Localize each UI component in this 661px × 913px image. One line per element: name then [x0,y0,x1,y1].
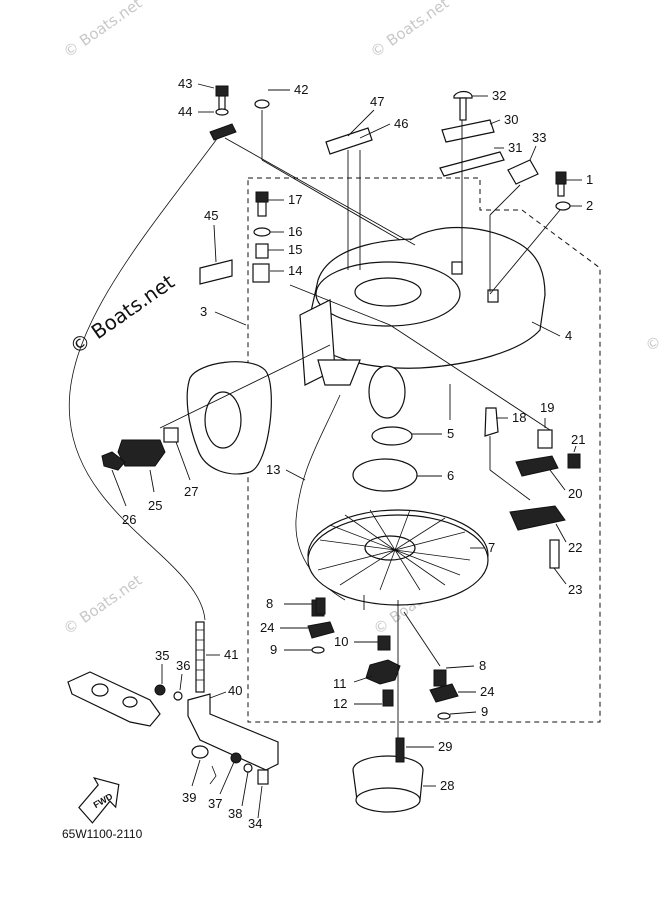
drawing-code: 65W1100-2110 [62,827,143,841]
callout-34: 34 [248,816,262,831]
callout-23: 23 [568,582,582,597]
callout-39: 39 [182,790,196,805]
callout-25: 25 [148,498,162,513]
callout-30: 30 [504,112,518,127]
callout-41: 41 [224,647,238,662]
callout-13: 13 [266,462,280,477]
spring-case [352,458,418,492]
callout-27: 27 [184,484,198,499]
fwd-direction-marker: FWD [78,776,120,824]
top-hardware [199,85,571,285]
callout-31: 31 [508,140,522,155]
callout-15: 15 [288,242,302,257]
assembly-leaders [224,110,561,738]
callout-29: 29 [438,739,452,754]
watermark-main: © Boats.net [65,269,179,359]
callout-24-bottom: 24 [480,684,494,699]
callout-17: 17 [288,192,302,207]
cup-bolt [395,737,405,763]
callout-18: 18 [512,410,526,425]
starter-cup [352,755,424,813]
callout-12: 12 [333,696,347,711]
callout-42: 42 [294,82,308,97]
callout-21: 21 [571,432,585,447]
callout-35: 35 [155,648,169,663]
callout-26: 26 [122,512,136,527]
callout-24-top: 24 [260,620,274,635]
rope-pulley [307,509,489,606]
callout-5: 5 [447,426,454,441]
callout-40: 40 [228,683,242,698]
drive-plate [365,659,401,685]
starter-handle [117,427,179,467]
starter-housing [299,226,546,419]
callout-11: 11 [333,676,347,691]
plunger-parts [484,407,581,569]
callout-group: 1 2 3 4 5 6 7 8 8 9 9 10 11 12 13 14 15 [111,76,593,831]
callout-7: 7 [488,540,495,555]
callout-38: 38 [228,806,242,821]
watermark-mid-left: © Boats.net [60,571,145,638]
callout-22: 22 [568,540,582,555]
callout-16: 16 [288,224,302,239]
watermark-right: © Boats.net [642,288,661,355]
assembly-boundary [247,177,601,723]
callout-3: 3 [200,304,207,319]
handle-clip [101,451,126,471]
engine-bracket [67,621,279,785]
callout-43: 43 [178,76,192,91]
callout-10: 10 [334,634,348,649]
callout-28: 28 [440,778,454,793]
callout-44: 44 [178,104,192,119]
callout-4: 4 [565,328,572,343]
callout-8-bottom: 8 [479,658,486,673]
callout-9-top: 9 [270,642,277,657]
callout-8-top: 8 [266,596,273,611]
spiral-spring [371,426,413,446]
watermark-top-center: © Boats.net [367,0,452,61]
callout-46: 46 [394,116,408,131]
callout-9-bottom: 9 [481,704,488,719]
callout-45: 45 [204,208,218,223]
callout-1: 1 [586,172,593,187]
starter-grip-housing [159,344,331,475]
callout-47: 47 [370,94,384,109]
callout-32: 32 [492,88,506,103]
ratchet-parts [307,597,459,720]
callout-20: 20 [568,486,582,501]
callout-6: 6 [447,468,454,483]
callout-33: 33 [532,130,546,145]
callout-14: 14 [288,263,302,278]
callout-2: 2 [586,198,593,213]
control-cable [68,127,226,621]
callout-36: 36 [176,658,190,673]
callout-37: 37 [208,796,222,811]
watermark-top-left: © Boats.net [60,0,145,61]
callout-19: 19 [540,400,554,415]
